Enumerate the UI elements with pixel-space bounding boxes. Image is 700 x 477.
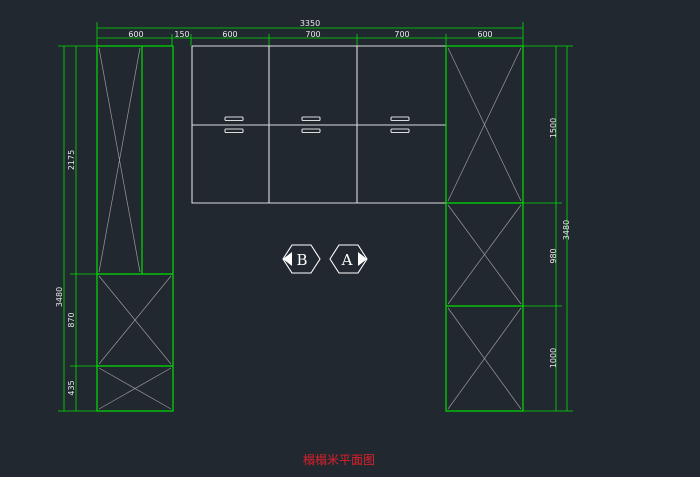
left-dimension-2: 870 [67,312,76,327]
right-total-dimension: 3480 [562,220,571,240]
drawing-title: 榻榻米平面图 [303,453,375,467]
top-dimension-6: 600 [477,30,492,39]
top-dimension-1: 600 [128,30,143,39]
top-dimension-5: 700 [394,30,409,39]
left-dimension-3: 435 [67,380,76,395]
top-dimension-2: 150 [174,30,189,39]
view-marker-a: A [329,244,368,274]
top-dimension-3: 600 [222,30,237,39]
right-dimension-chain [523,45,573,412]
top-dimension-chain [96,22,524,46]
top-total-dimension: 3350 [300,19,320,28]
right-tall-cabinet [445,45,524,412]
left-tall-cabinet [96,45,174,412]
right-dimension-1: 1500 [549,118,558,138]
cabinet-handles [224,116,410,134]
top-dimension-4: 700 [305,30,320,39]
left-dimension-chain [58,45,97,412]
left-total-dimension: 3480 [55,287,64,307]
view-marker-b: B [282,244,321,274]
right-dimension-2: 980 [549,248,558,263]
view-marker-b-label: B [296,251,307,269]
upper-wall-cabinets [191,45,446,204]
view-marker-a-label: A [341,251,353,269]
left-dimension-1: 2175 [67,150,76,170]
right-dimension-3: 1000 [549,348,558,368]
